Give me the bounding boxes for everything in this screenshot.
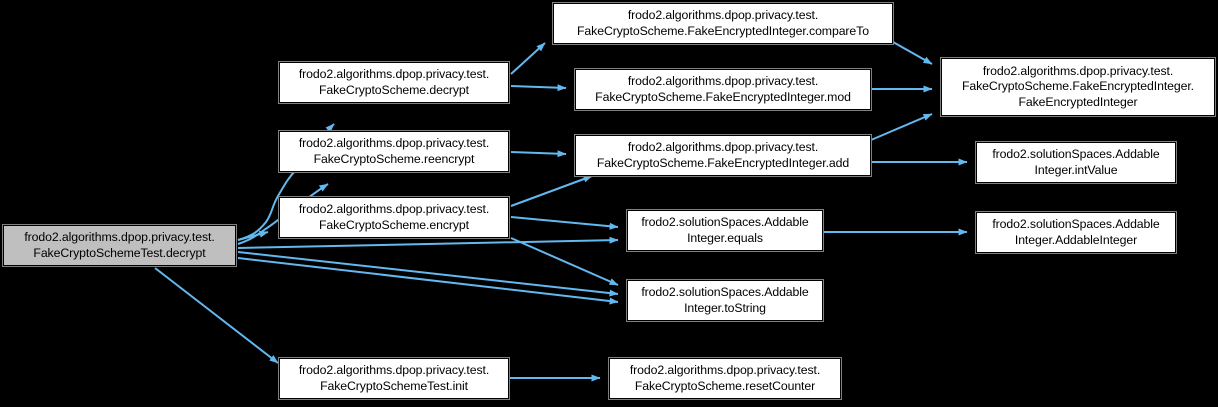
edge-root-to-tostring-2 [237, 257, 619, 305]
node-fakeencryptedinteger-constructor[interactable]: frodo2.algorithms.dpop.privacy.test. Fak… [940, 57, 1216, 117]
node-fakecryptoscheme-resetcounter-label: frodo2.algorithms.dpop.privacy.test. Fak… [629, 363, 821, 393]
node-fakecryptoschemetest-decrypt-label: frodo2.algorithms.dpop.privacy.test. Fak… [24, 230, 215, 260]
node-addableinteger-constructor[interactable]: frodo2.solutionSpaces.Addable Integer.Ad… [975, 211, 1177, 254]
node-fakecryptoscheme-resetcounter[interactable]: frodo2.algorithms.dpop.privacy.test. Fak… [608, 357, 842, 400]
edge-root-to-tostring [237, 251, 619, 297]
node-addableinteger-tostring-label: frodo2.solutionSpaces.Addable Integer.to… [641, 285, 809, 315]
node-addableinteger-equals[interactable]: frodo2.solutionSpaces.Addable Integer.eq… [626, 209, 824, 252]
node-fakeencryptedinteger-constructor-label: frodo2.algorithms.dpop.privacy.test. Fak… [961, 63, 1194, 109]
node-fakeencryptedinteger-mod-label: frodo2.algorithms.dpop.privacy.test. Fak… [595, 74, 851, 104]
node-fakecryptoschemetest-decrypt[interactable]: frodo2.algorithms.dpop.privacy.test. Fak… [2, 224, 237, 267]
node-addableinteger-tostring[interactable]: frodo2.solutionSpaces.Addable Integer.to… [626, 279, 824, 322]
node-fakecryptoscheme-reencrypt[interactable]: frodo2.algorithms.dpop.privacy.test. Fak… [278, 130, 510, 173]
edge-encrypt-to-equals [510, 216, 619, 230]
node-fakecryptoscheme-encrypt[interactable]: frodo2.algorithms.dpop.privacy.test. Fak… [278, 196, 510, 239]
node-addableinteger-equals-label: frodo2.solutionSpaces.Addable Integer.eq… [641, 215, 809, 245]
edge-compareto-to-ctor [892, 41, 933, 65]
edge-decrypt-to-mod [510, 84, 567, 92]
edge-root-to-equals [237, 236, 619, 249]
node-fakeencryptedinteger-mod[interactable]: frodo2.algorithms.dpop.privacy.test. Fak… [574, 68, 872, 111]
node-fakecryptoschemetest-init[interactable]: frodo2.algorithms.dpop.privacy.test. Fak… [278, 357, 510, 400]
edge-root-to-encrypt [237, 230, 269, 241]
edge-root-to-init [154, 267, 279, 364]
node-fakecryptoscheme-decrypt[interactable]: frodo2.algorithms.dpop.privacy.test. Fak… [278, 61, 510, 104]
node-fakeencryptedinteger-compareto[interactable]: frodo2.algorithms.dpop.privacy.test. Fak… [552, 2, 894, 45]
edge-decrypt-to-compareto [510, 42, 546, 75]
node-addableinteger-constructor-label: frodo2.solutionSpaces.Addable Integer.Ad… [992, 217, 1160, 247]
node-fakeencryptedinteger-add-label: frodo2.algorithms.dpop.privacy.test. Fak… [596, 140, 850, 170]
node-addableinteger-intvalue-label: frodo2.solutionSpaces.Addable Integer.in… [992, 147, 1160, 177]
edge-reencrypt-to-add [510, 150, 567, 158]
node-addableinteger-intvalue[interactable]: frodo2.solutionSpaces.Addable Integer.in… [975, 141, 1177, 184]
edge-encrypt-to-add [510, 175, 593, 207]
node-fakecryptoscheme-encrypt-label: frodo2.algorithms.dpop.privacy.test. Fak… [298, 202, 490, 232]
node-fakecryptoscheme-reencrypt-label: frodo2.algorithms.dpop.privacy.test. Fak… [298, 136, 490, 166]
edge-encrypt-to-tostring [510, 237, 619, 286]
node-fakecryptoscheme-decrypt-label: frodo2.algorithms.dpop.privacy.test. Fak… [298, 67, 490, 97]
node-fakeencryptedinteger-compareto-label: frodo2.algorithms.dpop.privacy.test. Fak… [577, 8, 869, 38]
node-fakeencryptedinteger-add[interactable]: frodo2.algorithms.dpop.privacy.test. Fak… [574, 134, 872, 177]
node-fakecryptoschemetest-init-label: frodo2.algorithms.dpop.privacy.test. Fak… [298, 363, 490, 393]
edge-add-to-ctor [870, 113, 933, 141]
